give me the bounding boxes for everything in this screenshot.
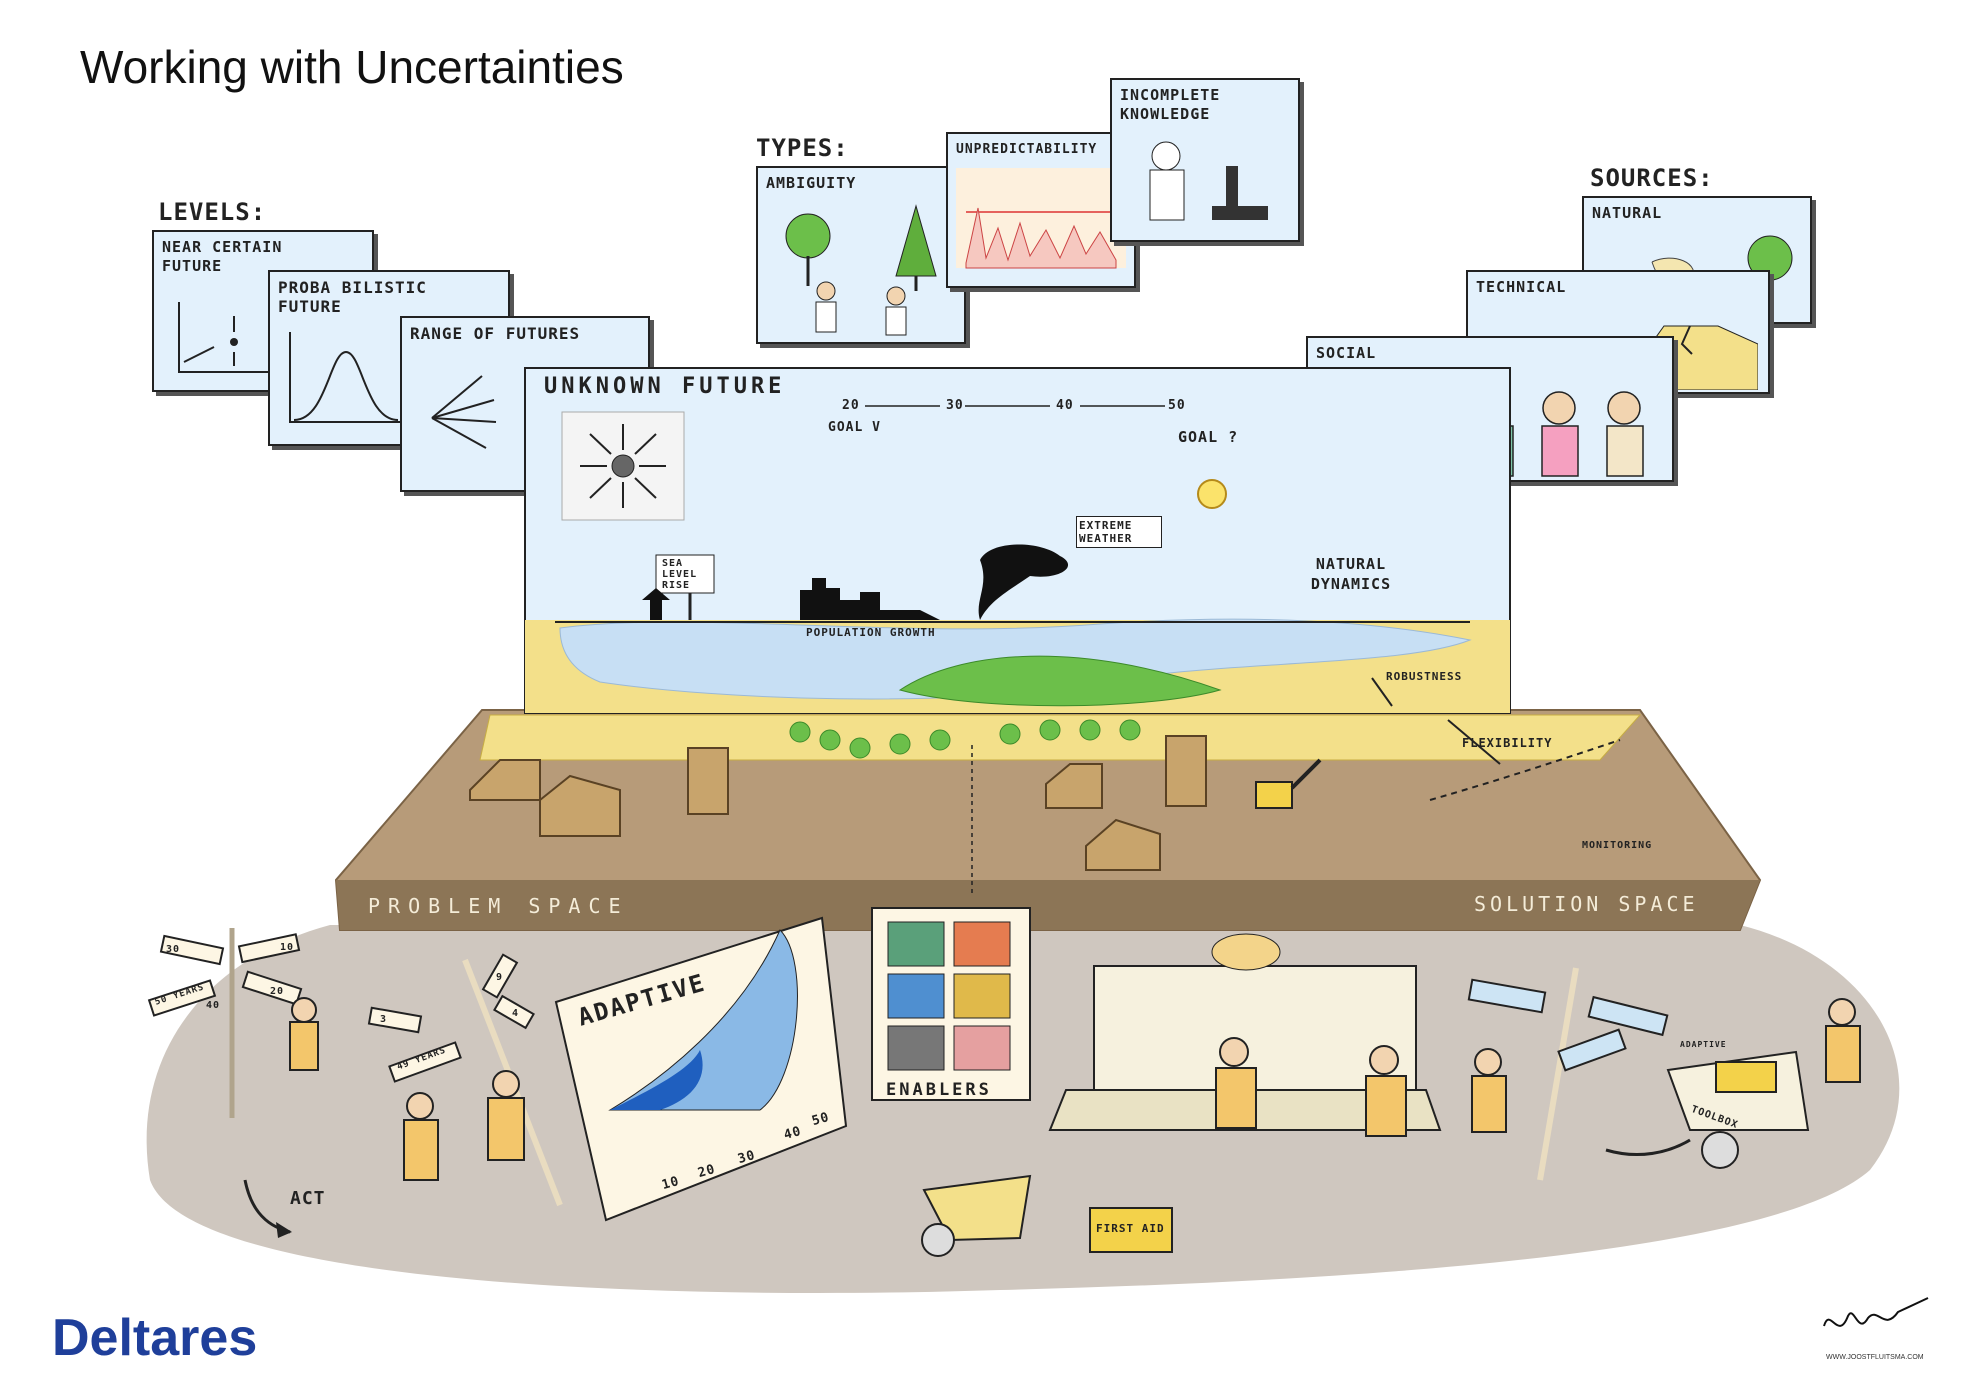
signpost-mid-3: 3 [380, 1014, 388, 1025]
sea-level-label: SEA LEVEL RISE [662, 558, 698, 591]
city-skyline [800, 578, 940, 620]
signpost-right [1467, 967, 1669, 1181]
diverging-arrows-icon [431, 375, 497, 449]
signpost-left-30: 30 [166, 944, 181, 955]
level-panel-range: RANGE OF FUTURES [400, 316, 650, 492]
enablers-cabinet [871, 907, 1031, 1101]
robustness-label: ROBUSTNESS [1386, 670, 1463, 683]
type-panel-unpredictability: UNPREDICTABILITY [946, 132, 1136, 288]
signpost-mid-49-years: 49 YEARS [395, 1045, 448, 1073]
storm-cloud [978, 544, 1069, 620]
flexibility-label: FLEXIBILITY [1462, 736, 1553, 750]
adaptive-axis-50: 50 [810, 1109, 832, 1130]
signpost-left-20: 20 [270, 986, 285, 997]
act-label: ACT [290, 1188, 326, 1209]
timeline-tick-30: 30 [946, 398, 964, 413]
goal-question-label: GOAL ? [1178, 428, 1239, 446]
source-panel-social: SOCIAL [1306, 336, 1674, 482]
sources-heading: SOURCES: [1590, 164, 1714, 192]
level-label-probabilistic: PROBA BILISTIC FUTURE [278, 278, 427, 316]
act-arrow [243, 1179, 291, 1234]
piggy-bank [1211, 933, 1281, 971]
signpost-left [147, 928, 303, 1118]
extreme-weather-label: EXTREME WEATHER [1076, 516, 1162, 548]
near-certain-graph-icon [178, 302, 269, 373]
level-label-near-certain: NEAR CERTAIN FUTURE [162, 238, 283, 275]
timeline-tick-40: 40 [1056, 398, 1074, 413]
toolbox-sign-label: ADAPTIVE [1680, 1040, 1727, 1049]
type-panel-ambiguity: AMBIGUITY [756, 166, 966, 344]
sun [1197, 479, 1227, 509]
first-aid-label: FIRST AID [1096, 1222, 1165, 1235]
signpost-left-40: 40 [206, 1000, 221, 1011]
noisy-signal-icon [956, 168, 1126, 269]
adaptive-axis-20: 20 [696, 1161, 718, 1182]
go-arrow [1605, 1138, 1691, 1157]
wheelbarrow-sand [921, 1174, 1032, 1257]
type-panel-incomplete-knowledge: INCOMPLETE KNOWLEDGE [1110, 78, 1300, 242]
source-label-social: SOCIAL [1316, 344, 1377, 362]
goal-v-label: GOAL V [828, 420, 881, 435]
signpost-mid-4: 4 [512, 1008, 520, 1019]
natural-dynamics-label: NATURAL DYNAMICS [1310, 555, 1392, 593]
problem-space-label: PROBLEM SPACE [368, 894, 629, 918]
stakeholders-icon [1341, 389, 1644, 477]
microscope-person-icon [1149, 141, 1268, 221]
levels-heading: LEVELS: [158, 198, 267, 226]
bell-curve-icon [289, 332, 402, 423]
source-label-natural: NATURAL [1592, 204, 1663, 222]
forest-dune [898, 655, 1222, 707]
people-figures [289, 997, 1861, 1181]
population-growth-label: POPULATION GROWTH [806, 626, 936, 639]
adaptive-axis-40: 40 [782, 1123, 804, 1144]
type-label-ambiguity: AMBIGUITY [766, 174, 857, 192]
adaptive-axis-30: 30 [736, 1147, 758, 1168]
artist-signature [1823, 1297, 1929, 1327]
enablers-label: ENABLERS [886, 1080, 992, 1100]
excavator [1255, 758, 1322, 809]
workbench-table [1048, 1089, 1442, 1131]
floor-ellipse [146, 925, 1900, 1293]
type-label-incomplete-knowledge: INCOMPLETE KNOWLEDGE [1120, 86, 1221, 123]
signpost-left-10: 10 [280, 942, 295, 953]
monitoring-label: MONITORING [1582, 840, 1653, 851]
timeline-tick-20: 20 [842, 398, 860, 413]
trees-people-icon [785, 204, 937, 336]
page-title: Working with Uncertainties [80, 41, 624, 93]
workbench-board [1093, 965, 1417, 1105]
signpost-mid-9: 9 [496, 972, 504, 983]
solution-space-label: SOLUTION SPACE [1474, 892, 1699, 916]
tree-row [789, 719, 1141, 759]
signature-url: WWW.JOOSTFLUITSMA.COM [1826, 1354, 1924, 1361]
timeline-tick-50: 50 [1168, 398, 1186, 413]
level-label-range: RANGE OF FUTURES [410, 324, 581, 343]
water [559, 618, 1472, 700]
houses [469, 735, 1207, 871]
brand-logo: Deltares [52, 1309, 258, 1367]
unknown-future-title: UNKNOWN FUTURE [544, 374, 786, 399]
adaptive-pathway-fan [608, 929, 798, 1111]
signpost-middle [367, 953, 563, 1207]
type-label-unpredictability: UNPREDICTABILITY [956, 142, 1098, 157]
adaptive-axis-10: 10 [660, 1173, 682, 1194]
types-heading: TYPES: [756, 134, 849, 162]
source-label-technical: TECHNICAL [1476, 278, 1567, 296]
wheelbarrow-toolbox [1666, 1050, 1810, 1169]
sand-shore [525, 620, 1510, 713]
signpost-left-50-years: 50 YEARS [153, 982, 206, 1008]
adaptive-title: ADAPTIVE [574, 968, 709, 1032]
toolbox-label: TOOLBOX [1689, 1103, 1740, 1132]
